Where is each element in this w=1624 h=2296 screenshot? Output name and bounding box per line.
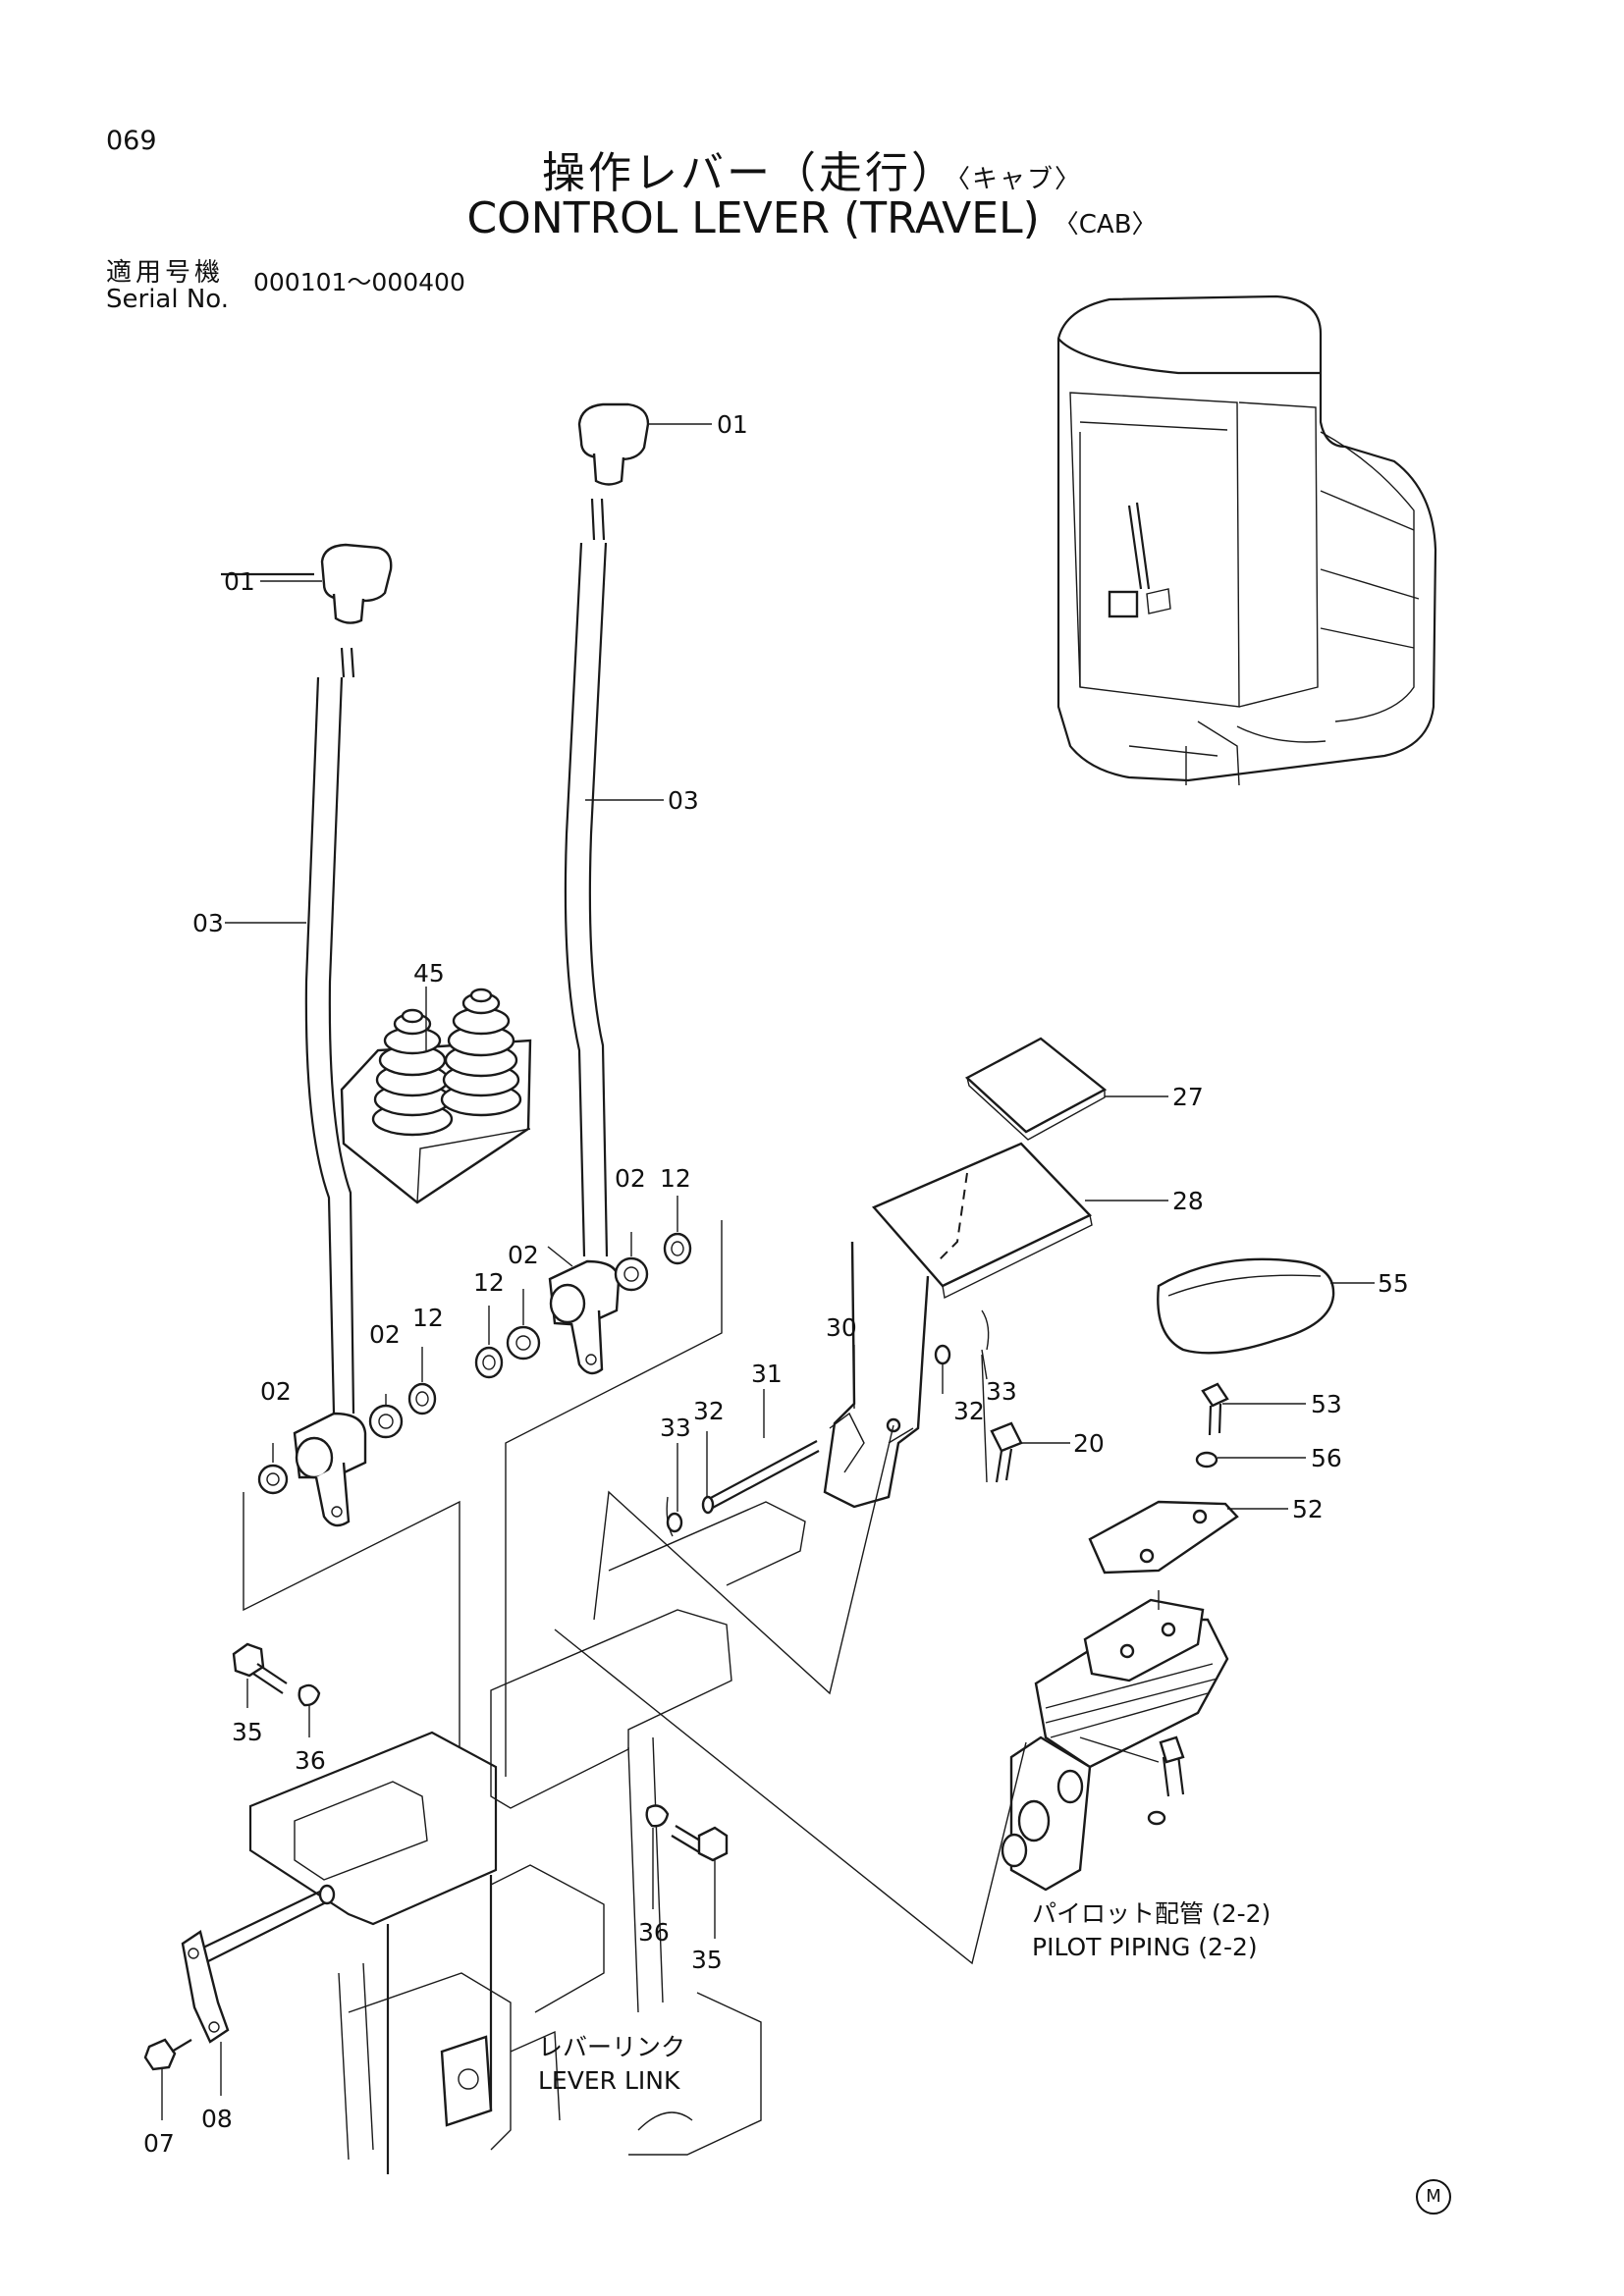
left-knob [320, 543, 393, 603]
bushings-washers [257, 1232, 692, 1495]
lever-link-label-en: LEVER LINK [538, 2066, 680, 2095]
callout-30: 30 [826, 1313, 857, 1342]
title-japanese: 操作レバー（走行）〈キャブ〉 [0, 137, 1624, 200]
callout-32-a: 32 [693, 1397, 725, 1425]
callout-12-c: 12 [660, 1164, 691, 1193]
left-lever-assembly [221, 543, 393, 1527]
callout-02-d: 02 [615, 1164, 646, 1193]
right-knob [577, 402, 650, 461]
callout-33-b: 33 [986, 1377, 1017, 1406]
serial-range: 000101～000400 [253, 268, 465, 296]
lever-link-label-jp: レバーリンク [538, 2033, 685, 2061]
plate-28 [872, 1142, 1093, 1288]
callout-03-left: 03 [192, 909, 224, 937]
callout-35-right: 35 [691, 1946, 723, 1974]
callout-35-left: 35 [232, 1718, 263, 1746]
callout-32-b: 32 [953, 1397, 985, 1425]
callout-36-left: 36 [295, 1746, 326, 1775]
title-english: CONTROL LEVER (TRAVEL) 〈CAB〉 [0, 193, 1624, 243]
callout-12-b: 12 [473, 1268, 505, 1297]
boot-part-45 [340, 988, 532, 1204]
plate-52 [1088, 1500, 1239, 1575]
pedal-plates [872, 1037, 1335, 1355]
title-japanese-main: 操作レバー（走行） [541, 148, 957, 198]
pedal-55 [1157, 1257, 1335, 1355]
callout-33-a: 33 [660, 1414, 691, 1442]
serial-label-english: Serial No. [106, 285, 229, 314]
leader-lines [161, 423, 1375, 2120]
title-japanese-sub: 〈キャブ〉 [956, 165, 1082, 194]
lever-link-frame [248, 1501, 806, 2174]
title-english-main: CONTROL LEVER (TRAVEL) [466, 193, 1040, 243]
callout-55: 55 [1378, 1269, 1409, 1298]
callout-01-right: 01 [717, 410, 748, 439]
callout-45: 45 [413, 959, 445, 988]
assembly-lines [243, 1220, 1160, 1965]
plate-27 [964, 1037, 1108, 1134]
title-english-sub: 〈CAB〉 [1053, 210, 1158, 240]
callout-52: 52 [1292, 1495, 1324, 1523]
pilot-valve [1001, 1598, 1229, 1892]
bolts-nuts [143, 1642, 729, 2071]
pilot-piping-label-en: PILOT PIPING (2-2) [1032, 1933, 1258, 1961]
publisher-mark: M [1416, 2179, 1451, 2215]
small-hardware [666, 1309, 1239, 1575]
callout-27: 27 [1172, 1083, 1204, 1111]
callout-02-b: 02 [369, 1320, 401, 1349]
callout-31: 31 [751, 1360, 783, 1388]
callout-02-a: 02 [260, 1377, 292, 1406]
right-lever-assembly [548, 402, 650, 1375]
callout-02-c: 02 [508, 1241, 539, 1269]
callout-20: 20 [1073, 1429, 1105, 1458]
callout-28: 28 [1172, 1187, 1204, 1215]
callout-12-a: 12 [412, 1304, 444, 1332]
pilot-piping-label-jp: パイロット配管 (2-2) [1032, 1899, 1271, 1928]
callout-01-left: 01 [224, 567, 255, 596]
callout-36-right: 36 [638, 1918, 670, 1947]
callout-03-right: 03 [668, 786, 699, 815]
callouts: 01 01 03 03 45 27 28 55 02 12 02 12 02 1… [143, 410, 1409, 2158]
callout-56: 56 [1311, 1444, 1342, 1472]
callout-53: 53 [1311, 1390, 1342, 1418]
bracket-30 [701, 1241, 930, 1515]
cab-illustration [1056, 294, 1437, 786]
serial-label-japanese: 適用号機 [106, 258, 225, 288]
callout-07: 07 [143, 2129, 175, 2158]
callout-08: 08 [201, 2105, 233, 2133]
page-number: 069 [106, 126, 157, 156]
